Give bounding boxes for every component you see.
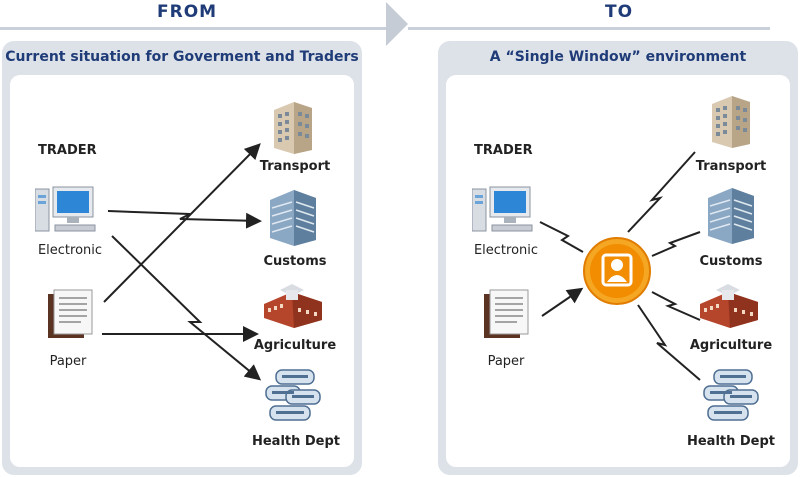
- from-to-arrow: [386, 2, 408, 46]
- to-panel-title: A “Single Window” environment: [489, 49, 747, 65]
- to-heading: TO: [605, 2, 634, 22]
- left-customs-label: Customs: [263, 254, 327, 269]
- paper-document-icon: [46, 288, 96, 344]
- single-window-person-icon: [582, 236, 652, 310]
- right-trader-label: TRADER: [474, 143, 533, 158]
- computer-icon: [34, 185, 97, 237]
- transport-building-icon: [706, 90, 756, 152]
- right-health-label: Health Dept: [686, 434, 776, 449]
- right-agriculture-label: Agriculture: [689, 338, 773, 353]
- agriculture-building-icon: [262, 282, 324, 332]
- to-underline: [408, 27, 770, 30]
- from-underline: [0, 27, 386, 30]
- left-agriculture-label: Agriculture: [253, 338, 337, 353]
- right-transport-label: Transport: [695, 159, 767, 174]
- left-health-label: Health Dept: [251, 434, 341, 449]
- agriculture-building-icon: [698, 282, 760, 332]
- right-customs-label: Customs: [699, 254, 763, 269]
- customs-building-icon: [704, 184, 758, 248]
- health-building-icon: [262, 368, 324, 430]
- left-trader-label: TRADER: [38, 143, 97, 158]
- left-transport-label: Transport: [259, 159, 331, 174]
- customs-building-icon: [266, 186, 320, 250]
- computer-icon: [471, 185, 534, 237]
- paper-document-icon: [482, 288, 532, 344]
- health-building-icon: [700, 368, 762, 430]
- right-electronic-label: Electronic: [473, 243, 539, 258]
- transport-building-icon: [268, 96, 318, 158]
- left-paper-label: Paper: [49, 354, 87, 369]
- from-panel-title: Current situation for Goverment and Trad…: [5, 49, 359, 65]
- left-electronic-label: Electronic: [37, 243, 103, 258]
- right-paper-label: Paper: [487, 354, 525, 369]
- from-heading: FROM: [157, 2, 218, 22]
